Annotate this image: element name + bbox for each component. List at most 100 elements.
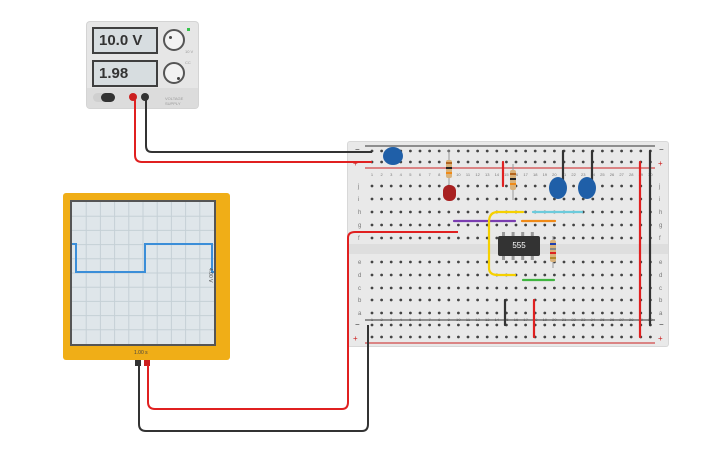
breadboard-hole (610, 260, 614, 264)
breadboard-hole (524, 311, 527, 315)
rail-hole (485, 335, 489, 339)
breadboard-hole (399, 236, 403, 240)
breadboard-hole (370, 260, 374, 264)
breadboard-hole (572, 223, 575, 227)
rail-hole (591, 335, 595, 339)
breadboard-hole (620, 311, 623, 315)
breadboard-hole (533, 260, 537, 264)
ic-555[interactable]: 555 (498, 236, 540, 256)
breadboard-hole (601, 197, 604, 201)
breadboard-hole (620, 298, 623, 302)
breadboard-hole (629, 311, 633, 315)
ic-pin (502, 256, 505, 260)
breadboard-hole (514, 286, 518, 290)
power-supply[interactable]: 10.0 V 1.98 mA 10 V CC VOLTAGE SUPPLY (87, 22, 198, 108)
rail-hole (466, 149, 470, 153)
breadboard-hole (389, 286, 393, 290)
rail-hole (610, 323, 614, 327)
rail-hole (428, 160, 431, 164)
breadboard-hole (437, 286, 441, 290)
rail-hole (543, 149, 547, 153)
ceramic-capacitor-3 (578, 177, 596, 199)
breadboard-hole (562, 298, 566, 302)
rail-hole (495, 335, 499, 339)
breadboard-hole (428, 236, 431, 240)
wire-psu-negative (145, 100, 372, 153)
row-label: d (358, 273, 361, 279)
rail-hole (581, 149, 585, 153)
ceramic-capacitor (383, 147, 403, 165)
rail-hole (581, 160, 585, 164)
breadboard-hole (428, 298, 431, 302)
current-knob[interactable] (163, 62, 185, 84)
scope-negative-probe[interactable] (135, 360, 141, 366)
breadboard-hole (581, 311, 585, 315)
breadboard-hole (399, 311, 403, 315)
breadboard-hole (380, 197, 383, 201)
row-label: j (658, 184, 660, 190)
breadboard-hole (572, 311, 575, 315)
breadboard-hole (620, 236, 623, 240)
breadboard-hole (389, 273, 393, 277)
rail-sign: − (659, 145, 664, 154)
rail-hole (610, 160, 614, 164)
breadboard-hole (428, 273, 431, 277)
column-label: 24 (591, 172, 596, 177)
breadboard-hole (601, 210, 604, 214)
rail-hole (543, 335, 547, 339)
rail-hole (409, 160, 412, 164)
voltage-knob[interactable] (163, 29, 185, 51)
breadboard-hole (370, 223, 374, 227)
row-label: f (358, 236, 360, 242)
row-label: a (659, 311, 663, 317)
column-label: 17 (523, 172, 528, 177)
positive-terminal[interactable] (129, 93, 137, 101)
voltage-knob-label: 10 V (185, 49, 194, 54)
row-label: h (659, 210, 662, 216)
breadboard-hole (389, 223, 393, 227)
breadboard-hole (466, 286, 470, 290)
breadboard-hole (389, 298, 393, 302)
rail-hole (505, 149, 508, 153)
resistor-band (446, 162, 452, 164)
breadboard-hole (601, 298, 604, 302)
breadboard-hole (562, 273, 566, 277)
row-label: d (659, 273, 662, 279)
wire-scope-signal (147, 231, 458, 410)
breadboard-hole (485, 197, 489, 201)
oscilloscope[interactable]: 1.00 s 4.00 V (63, 193, 230, 366)
rail-hole (495, 149, 499, 153)
rail-hole (437, 160, 441, 164)
breadboard-hole (447, 298, 451, 302)
breadboard-hole (543, 298, 547, 302)
rail-sign: + (658, 334, 663, 343)
rail-hole (428, 323, 431, 327)
rail-hole (514, 323, 518, 327)
rail-hole (543, 160, 547, 164)
breadboard-hole (380, 286, 383, 290)
rail-hole (629, 323, 633, 327)
breadboard-hole (466, 184, 470, 188)
breadboard-hole (399, 210, 403, 214)
power-switch[interactable] (93, 93, 115, 102)
breadboard-hole (399, 223, 403, 227)
breadboard-hole (514, 311, 518, 315)
breadboard-hole (485, 184, 489, 188)
breadboard-hole (370, 184, 374, 188)
scope-positive-probe[interactable] (144, 360, 150, 366)
breadboard-hole (591, 298, 595, 302)
breadboard-hole (380, 298, 383, 302)
breadboard-hole (370, 210, 374, 214)
rail-hole (409, 335, 412, 339)
breadboard-hole (620, 223, 623, 227)
breadboard-hole (562, 197, 566, 201)
breadboard-hole (610, 286, 614, 290)
breadboard-hole (437, 184, 441, 188)
breadboard-hole (457, 236, 460, 240)
row-label: h (358, 210, 361, 216)
rail-hole (447, 323, 451, 327)
negative-terminal[interactable] (141, 93, 149, 101)
breadboard-hole (399, 273, 403, 277)
column-label: 22 (571, 172, 576, 177)
